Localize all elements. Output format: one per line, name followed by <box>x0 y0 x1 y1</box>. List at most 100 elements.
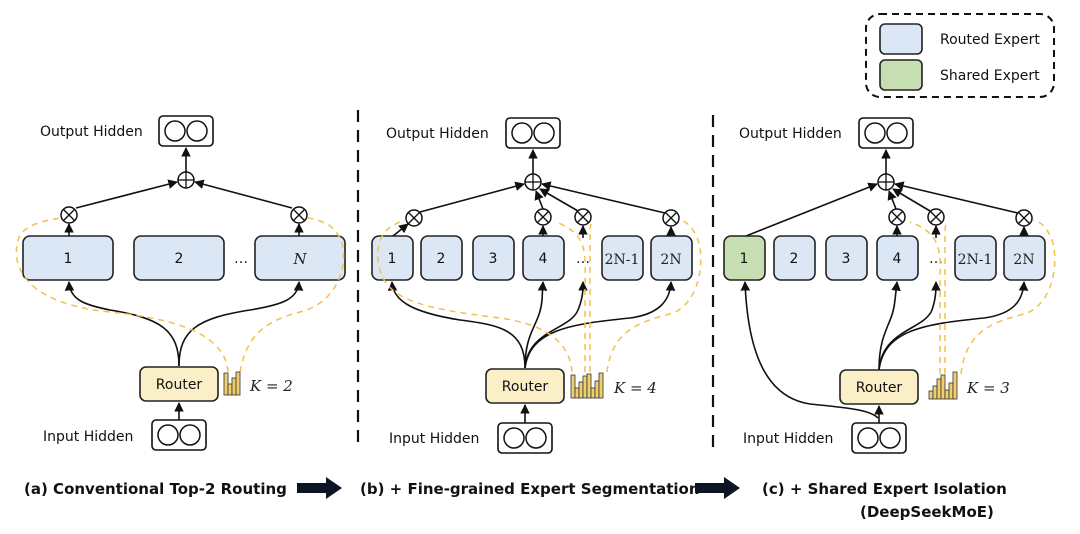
router-label: Router <box>502 379 549 395</box>
caption-b: (b) + Fine-grained Expert Segmentation <box>360 480 700 498</box>
router-to-expert <box>878 281 1029 371</box>
expert-label: 2N-1 <box>605 252 640 268</box>
router-box: Router <box>139 366 219 402</box>
router-box: Router <box>485 368 565 404</box>
output-hidden-vector <box>505 117 561 149</box>
router-label: Router <box>856 380 903 396</box>
router-to-expert <box>524 281 588 369</box>
arrow-right-icon <box>695 477 740 499</box>
legend-shared-label: Shared Expert <box>940 68 1040 84</box>
k-label: K = 4 <box>613 379 657 397</box>
panel-a: Output Hidden 1 2 … <box>15 115 346 451</box>
gate-line <box>15 217 229 373</box>
mult-to-sum-arrow <box>894 181 1019 214</box>
output-hidden-vector <box>158 115 214 147</box>
expert-label: 2 <box>790 251 799 267</box>
expert-label: 2N-1 <box>958 252 993 268</box>
input-to-shared-expert <box>740 281 879 419</box>
expert-box <box>371 235 414 281</box>
mult-to-sum-arrow <box>534 190 544 210</box>
sum-node-icon <box>177 171 195 189</box>
legend-shared-swatch <box>879 59 923 91</box>
output-hidden-label: Output Hidden <box>40 124 143 140</box>
router-to-expert-N <box>178 281 304 367</box>
expert-box <box>22 235 114 281</box>
router-to-expert <box>524 281 676 369</box>
mult1-to-sum-arrow <box>75 179 178 209</box>
expert-label: 1 <box>740 251 749 267</box>
gate-line <box>239 217 345 373</box>
router-to-expert <box>878 281 941 371</box>
arrow-right-icon <box>297 477 342 499</box>
caption-c: (c) + Shared Expert Isolation <box>762 480 1007 498</box>
expert-label: 3 <box>489 251 498 267</box>
router-box: Router <box>839 369 919 405</box>
expert-box <box>522 235 565 281</box>
expert-box <box>650 235 693 281</box>
gate-line <box>944 223 947 374</box>
router-to-expert <box>524 281 548 369</box>
input-hidden-vector <box>497 422 553 454</box>
expert-box <box>601 235 644 281</box>
ellipsis: … <box>576 251 590 267</box>
expert-label: N <box>292 250 307 268</box>
gate-scores-bar-icon <box>570 372 604 399</box>
sum-node-icon <box>524 173 542 191</box>
sum-node-icon <box>877 173 895 191</box>
expert-box <box>773 235 816 281</box>
router-label: Router <box>156 377 203 393</box>
k-label: K = 2 <box>249 377 293 395</box>
k-label: K = 3 <box>966 379 1010 397</box>
panel-c: Output Hidden <box>723 117 1056 454</box>
expert-box <box>825 235 868 281</box>
mult-to-sum-arrow <box>541 181 666 214</box>
multiply-node-icon <box>574 208 592 226</box>
expert-label: 2N <box>1013 252 1034 268</box>
expert-box <box>876 235 919 281</box>
mult-to-sum-arrow <box>419 181 525 213</box>
gate-line <box>909 221 941 374</box>
input-hidden-label: Input Hidden <box>43 429 133 445</box>
router-to-expert <box>878 281 901 371</box>
gate-line <box>589 223 592 372</box>
output-hidden-label: Output Hidden <box>386 126 489 142</box>
multN-to-sum-arrow <box>194 179 293 209</box>
multiply-node-icon <box>290 206 308 224</box>
legend-border <box>865 13 1055 98</box>
output-hidden-vector <box>858 117 914 149</box>
gate-line <box>606 219 702 373</box>
multiply-node-icon <box>888 208 906 226</box>
expert-label: 3 <box>842 251 851 267</box>
router-to-expert <box>387 281 526 369</box>
legend: Routed Expert Shared Expert <box>865 13 1055 98</box>
gate-line <box>377 219 573 373</box>
multiply-node-icon <box>60 206 78 224</box>
expert-label: 4 <box>539 251 548 267</box>
expert-label: 1 <box>64 251 73 267</box>
multiply-node-icon <box>405 209 423 227</box>
gate-scores-bar-icon <box>223 371 241 396</box>
input-hidden-vector <box>151 419 207 451</box>
mult-to-sum-arrow <box>539 188 579 212</box>
panel-b: Output Hidden <box>371 117 702 454</box>
expert-box <box>954 235 997 281</box>
multiply-node-icon <box>534 208 552 226</box>
router-to-expert-1 <box>64 281 180 367</box>
expert-label: 2 <box>437 251 446 267</box>
expert-label: 2 <box>175 251 184 267</box>
input-hidden-vector <box>851 422 907 454</box>
input-hidden-label: Input Hidden <box>389 431 479 447</box>
legend-routed-swatch <box>879 23 923 55</box>
multiply-node-icon <box>1015 209 1033 227</box>
ellipsis: … <box>234 251 248 267</box>
expert-box <box>420 235 463 281</box>
caption-a: (a) Conventional Top-2 Routing <box>24 480 287 498</box>
expert-to-mult-arrow <box>392 223 409 237</box>
expert-label: 1 <box>388 251 397 267</box>
mult-to-sum-arrow <box>887 190 897 210</box>
input-hidden-label: Input Hidden <box>743 431 833 447</box>
expert-label: 2N <box>660 252 681 268</box>
gate-line <box>960 219 1056 375</box>
multiply-node-icon <box>927 208 945 226</box>
